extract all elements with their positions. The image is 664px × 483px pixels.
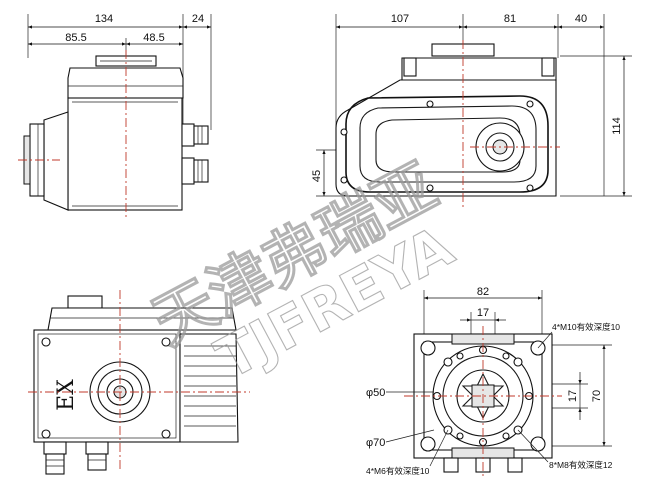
- end-view: EX: [28, 290, 250, 475]
- dim-82: 82: [477, 286, 489, 298]
- note-m10: 4*M10有效深度10: [552, 322, 620, 332]
- side-view: 134 24 85.5 48.5: [18, 13, 212, 218]
- front-view: 107 81 40 114 45: [311, 13, 632, 210]
- note-m6: 4*M6有效深度10: [366, 466, 430, 476]
- dim-45: 45: [311, 170, 323, 182]
- flange-view: 82 17 70 17: [366, 286, 620, 476]
- dim-24: 24: [192, 13, 204, 25]
- dim-134: 134: [95, 13, 113, 25]
- dim-107: 107: [391, 13, 409, 25]
- dim-81: 81: [504, 13, 516, 25]
- dim-17-h: 17: [477, 307, 489, 319]
- dim-48-5: 48.5: [143, 32, 164, 44]
- note-m8: 8*M8有效深度12: [549, 460, 613, 470]
- dim-phi50: φ50: [366, 387, 385, 399]
- dim-70: 70: [591, 390, 603, 402]
- dim-40: 40: [575, 13, 587, 25]
- dim-17-v: 17: [567, 390, 579, 402]
- dim-114: 114: [611, 117, 623, 135]
- ex-marking: EX: [54, 379, 79, 411]
- dim-phi70: φ70: [366, 437, 385, 449]
- dim-85-5: 85.5: [65, 32, 86, 44]
